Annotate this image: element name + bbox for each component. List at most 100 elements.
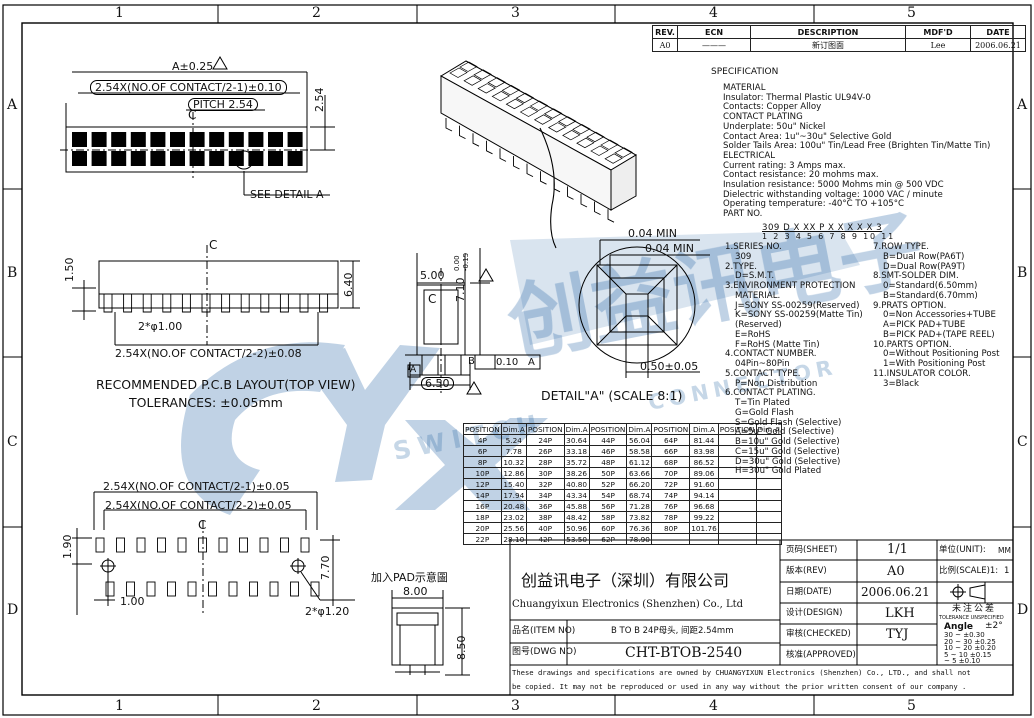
position-table-cell: 54P xyxy=(588,489,628,501)
position-table-cell xyxy=(755,511,782,523)
rev-value: A0 xyxy=(652,38,678,52)
position-table-cell: 12P xyxy=(463,478,502,490)
cavity xyxy=(150,132,166,147)
spec-line: CONTACT PLATING xyxy=(723,112,803,123)
position-table-cell: 14P xyxy=(463,489,502,501)
position-table-cell: 45.88 xyxy=(563,500,590,512)
position-table-cell: 30.64 xyxy=(563,434,590,446)
spec-line: D=S.M.T. xyxy=(735,271,775,282)
ecn-header: ECN xyxy=(677,25,751,39)
iso-cavity xyxy=(477,83,496,94)
description-value: 新订图面 xyxy=(750,38,906,52)
iso-cavity xyxy=(505,98,525,110)
position-table-cell: 72P xyxy=(651,478,691,490)
pcb-pad xyxy=(146,581,156,597)
spec-line: 1=With Positioning Post xyxy=(883,359,986,369)
cavity xyxy=(72,151,87,166)
position-table-cell: 26P xyxy=(525,445,565,457)
revision-table: REV. ECN DESCRIPTION MDF'D DATE A0 ——— 新… xyxy=(652,25,1026,52)
spec-line: 8.SMT-SOLDER DIM. xyxy=(873,271,959,282)
position-table-cell: 16P xyxy=(463,500,502,512)
spec-line: 3.ENVIRONMENT PROTECTION xyxy=(725,281,856,291)
spec-line: Insulator: Thermal Plastic UL94V-0 xyxy=(723,92,871,103)
cavity xyxy=(268,151,283,166)
cavity xyxy=(170,151,185,166)
cavity xyxy=(248,151,264,166)
position-table-cell: 15.40 xyxy=(500,478,527,490)
cavity xyxy=(209,151,225,166)
dim-section-tol-bot: -0.15 xyxy=(462,252,470,271)
tolerance-row: 20 ~ 30 ±0.25 xyxy=(944,637,996,646)
sheet-value: 1/1 xyxy=(887,542,908,557)
position-table-cell: 24P xyxy=(525,434,565,446)
position-table-cell: 89.06 xyxy=(689,467,719,479)
position-table-cell xyxy=(717,478,757,490)
dim-side-h1: 1.50 xyxy=(63,257,76,283)
spec-line: 11.INSULATOR COLOR. xyxy=(873,368,971,379)
dim-side-pin: 2*φ1.00 xyxy=(138,320,183,333)
iso-pin xyxy=(486,140,493,155)
pcb-pad xyxy=(177,537,187,553)
date-header: DATE xyxy=(970,25,1026,39)
position-table-header: Dim.A xyxy=(626,423,653,435)
iso-cavity xyxy=(543,108,563,119)
pcb-pad xyxy=(269,581,279,597)
detail-a-title: DETAIL"A" (SCALE 8:1) xyxy=(541,388,683,403)
position-table-cell: 25.56 xyxy=(500,522,527,534)
dim-pad-h: 8.50 xyxy=(455,635,468,661)
position-table-cell: 34P xyxy=(525,489,565,501)
spec-line: A=PICK PAD+TUBE xyxy=(883,320,966,330)
spec-line: 5.CONTACT TYPE. xyxy=(725,368,801,379)
position-table-cell xyxy=(755,522,782,534)
position-table-header: POSITION xyxy=(588,423,628,435)
iso-pin xyxy=(459,125,466,140)
position-table-cell: 48P xyxy=(588,456,628,468)
position-table-cell: 40.80 xyxy=(563,478,590,490)
position-table-cell: 22P xyxy=(463,533,502,545)
side-view xyxy=(72,245,360,346)
position-table-cell: 30P xyxy=(525,467,565,479)
design-label: 设计(DESIGN) xyxy=(786,608,843,618)
position-table-cell: 73.82 xyxy=(626,511,653,523)
position-table-cell: 70P xyxy=(651,467,691,479)
dim-section-tol-top: 0.00 xyxy=(453,255,461,271)
tolerance-row: 30 ~ ±0.30 xyxy=(944,631,985,639)
position-table-cell: 7.78 xyxy=(500,445,527,457)
cavity xyxy=(91,151,107,166)
spec-heading: SPECIFICATION xyxy=(711,67,779,77)
position-table-cell: 63.66 xyxy=(626,467,653,479)
spec-line: B=PICK PAD+(TAPE REEL) xyxy=(883,329,995,340)
spec-line: 6.CONTACT PLATING. xyxy=(725,388,816,399)
spec-line: F=RoHS (Matte Tin) xyxy=(735,339,820,350)
dim-side-h2: 6.40 xyxy=(342,272,355,298)
zone-bottom-3: 3 xyxy=(511,698,520,714)
iso-cavity xyxy=(491,90,511,102)
pcb-pad xyxy=(95,537,105,553)
detail-a-view xyxy=(578,239,710,378)
position-table-cell: 94.14 xyxy=(689,489,719,501)
position-table-cell xyxy=(755,533,782,545)
iso-cavity xyxy=(501,84,521,96)
flatness-datum: A xyxy=(528,357,535,368)
dim-detail-m3: 0.50±0.05 xyxy=(640,360,699,373)
dim-detail-m2: 0.04 MIN xyxy=(645,242,694,255)
iso-pin xyxy=(594,201,601,216)
iso-cavity xyxy=(576,137,595,149)
pcb-pad xyxy=(290,581,299,597)
cavity xyxy=(248,132,264,147)
spec-line: Contact resistance: 20 mohms max. xyxy=(723,170,879,181)
spec-line: 7.ROW TYPE. xyxy=(873,242,930,252)
spec-line: H=30u" Gold Plated xyxy=(735,466,822,477)
spec-line: 4.CONTACT NUMBER. xyxy=(725,349,817,360)
pcb-tolerance: TOLERANCES: ±0.05mm xyxy=(129,395,283,410)
position-table-cell: 46P xyxy=(588,445,628,457)
iso-cavity xyxy=(614,147,633,158)
cavity xyxy=(287,151,303,166)
iso-pin xyxy=(540,171,547,185)
cavity xyxy=(130,151,146,166)
zone-bottom-4: 4 xyxy=(709,698,718,714)
pcb-pad xyxy=(228,581,238,597)
